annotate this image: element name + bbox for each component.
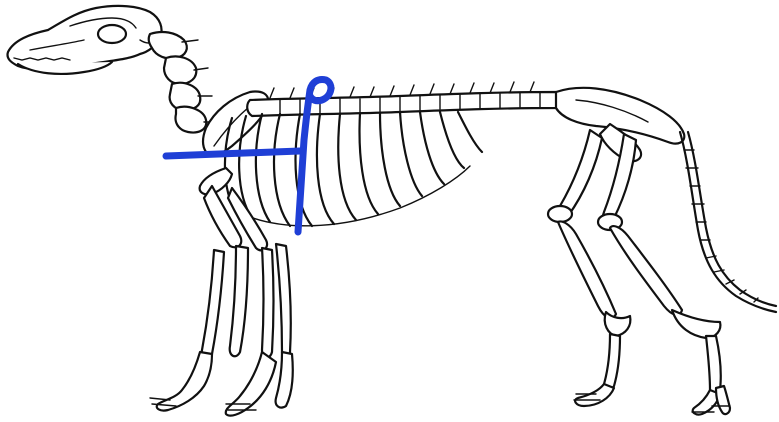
thoracic-lumbar-spine [247,82,559,116]
blue-horizontal-line [166,151,300,156]
hind-limbs [548,130,730,415]
tail [680,132,776,312]
front-limbs [150,186,293,416]
cervical-vertebrae [149,32,216,133]
skull [7,6,161,74]
